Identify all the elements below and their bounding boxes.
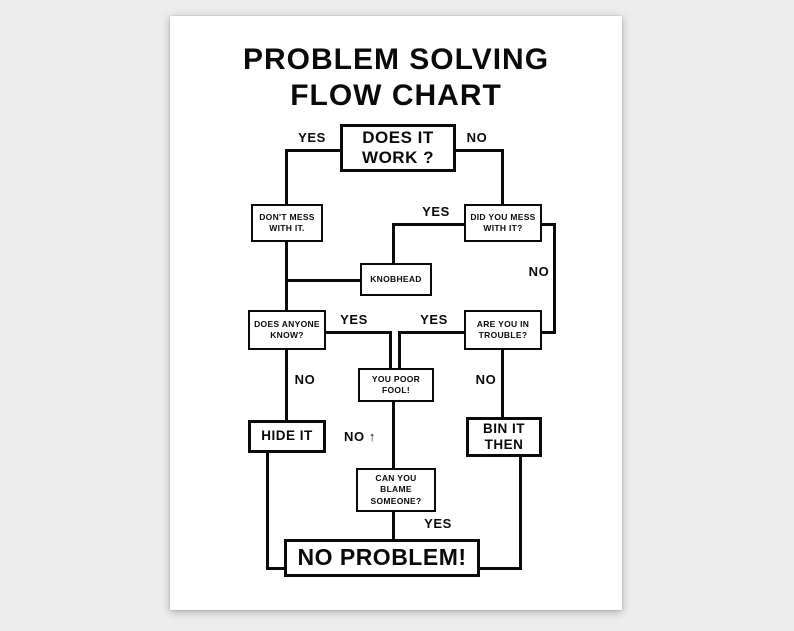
- connector-trouble-yes-h: [401, 331, 464, 334]
- connector-merge-v2: [398, 331, 401, 368]
- flowchart-poster: PROBLEM SOLVING FLOW CHART DOES IT WORK …: [170, 16, 622, 610]
- connector-left-column-v: [285, 242, 288, 310]
- connector-bin-v: [519, 457, 522, 570]
- edge-label-no-mess: NO: [528, 264, 550, 279]
- flow-node-bin-it-then: BIN IT THEN: [466, 417, 542, 457]
- flow-node-hide-it: HIDE IT: [248, 420, 326, 453]
- flow-node-no-problem: NO PROBLEM!: [284, 539, 480, 577]
- connector-mess-yes-h: [394, 223, 464, 226]
- edge-label-no-top: NO: [466, 130, 488, 145]
- flow-node-dont-mess-with-it: DON'T MESS WITH IT.: [251, 204, 323, 242]
- edge-label-no-trouble: NO: [475, 372, 497, 387]
- connector-no-top-h: [456, 149, 504, 152]
- connector-mess-no-out: [542, 223, 556, 226]
- poster-title-line2: FLOW CHART: [290, 79, 502, 112]
- connector-yes-top-v: [285, 149, 288, 204]
- connector-bottom-right-h: [480, 567, 522, 570]
- connector-hide-v: [266, 453, 269, 570]
- connector-trouble-no-v: [501, 350, 504, 417]
- connector-know-yes-h: [326, 331, 389, 334]
- flow-node-can-you-blame-someone: CAN YOU BLAME SOMEONE?: [356, 468, 436, 512]
- connector-blame-yes-v: [392, 512, 395, 539]
- edge-label-yes-blame: YES: [424, 516, 452, 531]
- poster-title-line1: PROBLEM SOLVING: [242, 43, 550, 76]
- connector-yes-top-h: [287, 149, 340, 152]
- connector-mess-yes-v: [392, 223, 395, 263]
- flow-node-did-you-mess: DID YOU MESS WITH IT?: [464, 204, 542, 242]
- connector-bottom-left-h: [266, 567, 284, 570]
- edge-label-yes-mess: YES: [422, 204, 450, 219]
- flow-node-knobhead: KNOBHEAD: [360, 263, 432, 296]
- edge-label-yes-know: YES: [340, 312, 368, 327]
- flow-node-are-you-in-trouble: ARE YOU IN TROUBLE?: [464, 310, 542, 350]
- edge-label-no-know: NO: [294, 372, 316, 387]
- flow-node-you-poor-fool: YOU POOR FOOL!: [358, 368, 434, 402]
- connector-mess-no-v: [553, 223, 556, 334]
- edge-label-yes-top: YES: [298, 130, 326, 145]
- connector-mess-no-in: [542, 331, 556, 334]
- edge-label-yes-trouble: YES: [420, 312, 448, 327]
- connector-fool-loop-v: [392, 402, 395, 468]
- flow-node-does-anyone-know: DOES ANYONE KNOW?: [248, 310, 326, 350]
- edge-label-no-loop-up: NO ↑: [343, 429, 376, 444]
- connector-knobhead-h: [286, 279, 360, 282]
- flow-node-does-it-work: DOES IT WORK ?: [340, 124, 456, 172]
- connector-merge-v1: [389, 331, 392, 368]
- connector-know-no-v: [285, 350, 288, 420]
- connector-no-top-v: [501, 149, 504, 204]
